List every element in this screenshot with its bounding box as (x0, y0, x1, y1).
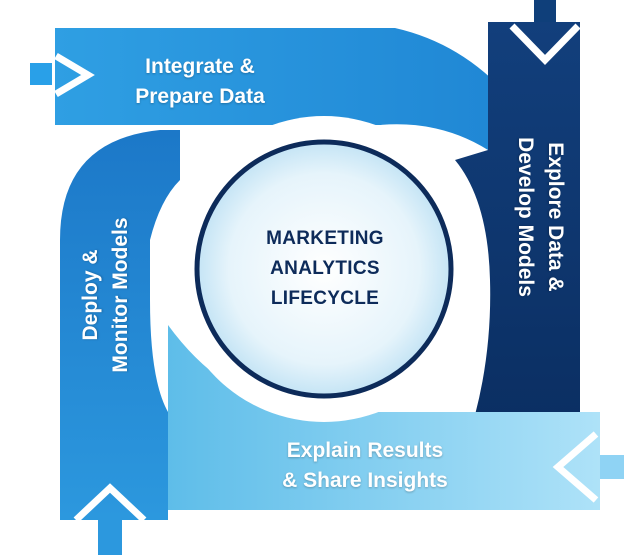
explore-stage-label: Explore Data & Develop Models (510, 117, 570, 317)
deploy-stage-label: Deploy & Monitor Models (76, 195, 136, 395)
deploy-label-line-1: Deploy & (79, 249, 102, 341)
integrate-stage-label: Integrate & Prepare Data (100, 52, 300, 112)
integrate-label-line-1: Integrate & (145, 55, 255, 78)
explore-label-line-2: Develop Models (514, 137, 537, 297)
center-title: MARKETING ANALYTICS LIFECYCLE (200, 224, 450, 314)
integrate-arrow-icon (30, 52, 95, 98)
explain-label-line-1: Explain Results (286, 439, 444, 462)
explain-stage-band (168, 325, 600, 510)
center-title-line-2: ANALYTICS (270, 258, 380, 279)
deploy-label-line-2: Monitor Models (109, 217, 132, 373)
center-title-line-3: LIFECYCLE (270, 288, 380, 309)
center-circle (194, 139, 454, 399)
explain-stage-label: Explain Results & Share Insights (250, 436, 480, 496)
explain-arrow-icon (552, 431, 624, 503)
explore-stage-band (455, 22, 580, 415)
explore-arrow-icon (509, 0, 581, 66)
deploy-stage-band (60, 130, 180, 520)
center-title-line-1: MARKETING (266, 228, 384, 249)
deploy-arrow-icon (73, 483, 147, 555)
explore-label-line-1: Explore Data & (544, 142, 567, 292)
explain-label-line-2: & Share Insights (282, 469, 448, 492)
integrate-stage-band (55, 28, 520, 150)
integrate-label-line-2: Prepare Data (135, 85, 265, 108)
